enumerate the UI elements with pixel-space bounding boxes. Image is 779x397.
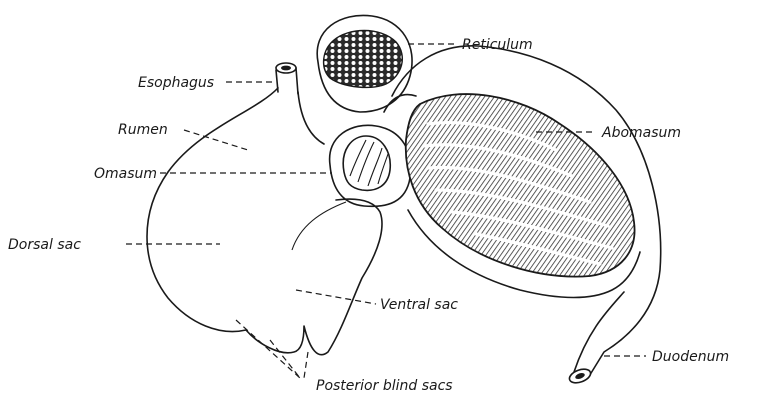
reticulum-interior [324, 31, 403, 88]
label-duodenum: Duodenum [652, 349, 729, 365]
omasum-interior [343, 136, 390, 190]
rumen-outline [147, 88, 382, 355]
label-reticulum: Reticulum [462, 37, 533, 53]
rumen-pillar-fold [292, 202, 346, 250]
label-abomasum: Abomasum [601, 125, 681, 141]
rumen-dorsal-contour [298, 92, 324, 144]
label-posterior-blind-sacs: Posterior blind sacs [316, 378, 453, 394]
label-dorsal-sac: Dorsal sac [8, 237, 81, 253]
label-ventral-sac: Ventral sac [380, 297, 458, 313]
label-rumen: Rumen [118, 122, 168, 138]
label-omasum: Omasum [94, 166, 157, 182]
label-esophagus: Esophagus [138, 75, 214, 91]
